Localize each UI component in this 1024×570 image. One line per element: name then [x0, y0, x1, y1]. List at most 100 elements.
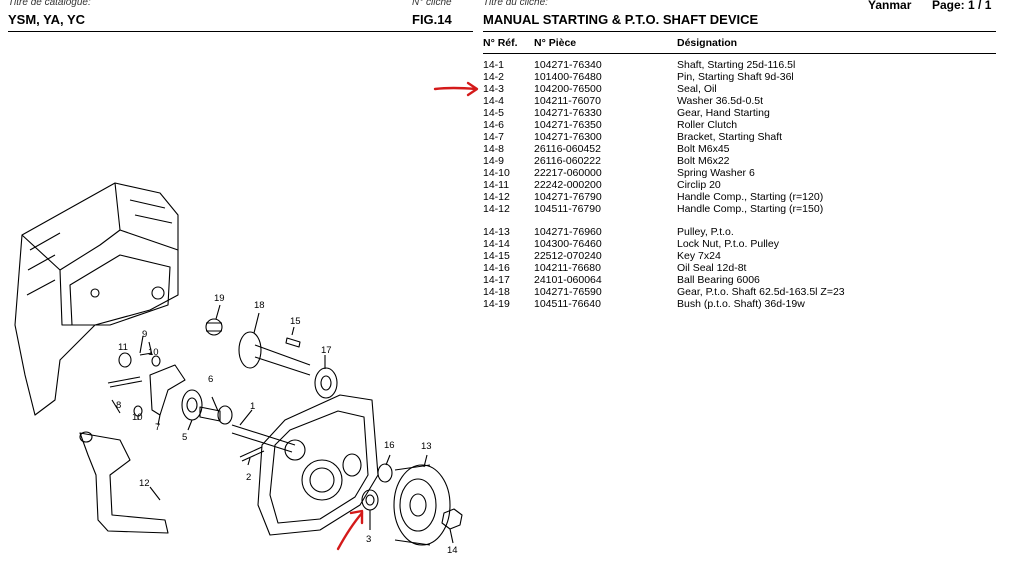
ref-cell: 14-18 [483, 286, 510, 298]
designation-cell: Gear, Hand Starting [677, 107, 770, 119]
callout-10b: 10 [132, 412, 143, 423]
ref-cell: 14-6 [483, 119, 505, 131]
page-title: MANUAL STARTING & P.T.O. SHAFT DEVICE [483, 12, 759, 27]
piece-cell: 22217-060000 [534, 167, 602, 179]
designation-cell: Handle Comp., Starting (r=150) [677, 203, 824, 215]
piece-cell: 104211-76680 [534, 262, 601, 274]
starting-handle [79, 432, 169, 534]
bolt-8 [107, 376, 143, 388]
piece-cell: 104271-76590 [534, 286, 602, 298]
piece-cell: 101400-76480 [534, 71, 602, 83]
piece-cell: 104271-76300 [534, 131, 602, 143]
callout-17: 17 [321, 345, 332, 356]
designation-cell: Handle Comp., Starting (r=120) [677, 191, 824, 203]
callout-19: 19 [214, 293, 225, 304]
ref-cell: 14-4 [483, 95, 505, 107]
designation-cell: Bolt M6x45 [677, 143, 730, 155]
callout-8: 8 [116, 400, 121, 411]
designation-cell: Seal, Oil [677, 83, 717, 95]
callout-13: 13 [421, 441, 432, 452]
piece-cell: 104271-76790 [534, 191, 602, 203]
piece-cell: 26116-060452 [534, 143, 601, 155]
piece-cell: 22242-000200 [534, 179, 602, 191]
callout-7: 7 [155, 422, 160, 433]
table-row: 14-12 104511-76790 Handle Comp., Starting … [483, 203, 996, 215]
callout-2: 2 [246, 472, 251, 483]
ref-cell: 14-14 [483, 238, 510, 250]
designation-cell: Spring Washer 6 [677, 167, 755, 179]
ref-cell: 14-15 [483, 250, 510, 262]
table-row: 14-3 104200-76500 Seal, Oil [483, 83, 996, 95]
ref-cell: 14-9 [483, 155, 505, 167]
ref-cell: 14-5 [483, 107, 505, 119]
engine-block [14, 182, 179, 416]
ref-cell: 14-1 [483, 59, 505, 71]
designation-cell: Pulley, P.t.o. [677, 226, 734, 238]
callout-9: 9 [142, 329, 147, 340]
designation-cell: Roller Clutch [677, 119, 738, 131]
piece-cell: 22512-070240 [534, 250, 602, 262]
piece-cell: 104511-76640 [534, 298, 601, 310]
table-row: 14-2 101400-76480 Pin, Starting Shaft 9d-3… [483, 71, 996, 83]
page-number: Page: 1 / 1 [932, 0, 992, 12]
designation-cell: Bolt M6x22 [677, 155, 730, 167]
table-row: 14-1 104271-76340 Shaft, Starting 25d-116.… [483, 59, 996, 71]
designation-cell: Washer 36.5d-0.5t [677, 95, 763, 107]
designation-cell: Lock Nut, P.t.o. Pulley [677, 238, 779, 250]
piece-cell: 24101-060064 [534, 274, 602, 286]
designation-cell: Ball Bearing 6006 [677, 274, 760, 286]
ball-bearing [314, 367, 338, 399]
table-row: 14-13 104271-76960 Pulley, P.t.o. [483, 226, 996, 238]
hand-starting-gear [181, 389, 203, 421]
exploded-parts-diagram: 19 18 15 17 9 11 10 8 10 7 5 6 1 2 3 16 … [14, 182, 463, 556]
piece-cell: 104271-76350 [534, 119, 602, 131]
ref-cell: 14-16 [483, 262, 510, 274]
ref-cell: 14-13 [483, 226, 510, 238]
designation-cell: Circlip 20 [677, 179, 721, 191]
callout-1: 1 [250, 401, 255, 412]
brand-name: Yanmar [868, 0, 912, 12]
bush [205, 318, 223, 336]
callout-15: 15 [290, 316, 301, 327]
piece-cell: 104211-76070 [534, 95, 601, 107]
ref-cell: 14-2 [483, 71, 505, 83]
callout-11: 11 [118, 342, 128, 353]
ref-cell: 14-12 [483, 191, 510, 203]
piece-cell: 104200-76500 [534, 83, 602, 95]
piece-cell: 104271-76340 [534, 59, 602, 71]
ref-cell: 14-12 [483, 203, 510, 215]
catalog-value: YSM, YA, YC [8, 12, 86, 27]
ref-cell: 14-3 [483, 83, 505, 95]
oil-seal [361, 489, 379, 511]
red-annotation-arrow-icon [336, 509, 364, 551]
table-header-rule [483, 53, 996, 54]
header-rule-left [8, 31, 473, 32]
col-ref-header: N° Réf. [483, 37, 518, 49]
callout-5: 5 [182, 432, 187, 443]
callout-14: 14 [447, 545, 458, 556]
designation-cell: Bracket, Starting Shaft [677, 131, 783, 143]
bracket [149, 364, 186, 416]
piece-cell: 104511-76790 [534, 203, 601, 215]
table-row: 14-10 22217-060000 Spring Washer 6 [483, 167, 996, 179]
table-row: 14-16 104211-76680 Oil Seal 12d-8t [483, 262, 996, 274]
designation-cell: Oil Seal 12d-8t [677, 262, 747, 274]
callout-3: 3 [366, 534, 371, 545]
ref-cell: 14-10 [483, 167, 510, 179]
designation-cell: Shaft, Starting 25d-116.5l [677, 59, 796, 71]
table-row: 14-6 104271-76350 Roller Clutch [483, 119, 996, 131]
callout-10a: 10 [148, 347, 159, 358]
designation-cell: Pin, Starting Shaft 9d-36l [677, 71, 794, 83]
cliche-label-right: Titre du cliché: [483, 0, 548, 8]
piece-cell: 104271-76960 [534, 226, 602, 238]
lock-nut [441, 508, 463, 530]
pto-pulley [393, 464, 451, 546]
cliche-label-left: N° cliché [412, 0, 452, 8]
callout-6: 6 [208, 374, 213, 385]
